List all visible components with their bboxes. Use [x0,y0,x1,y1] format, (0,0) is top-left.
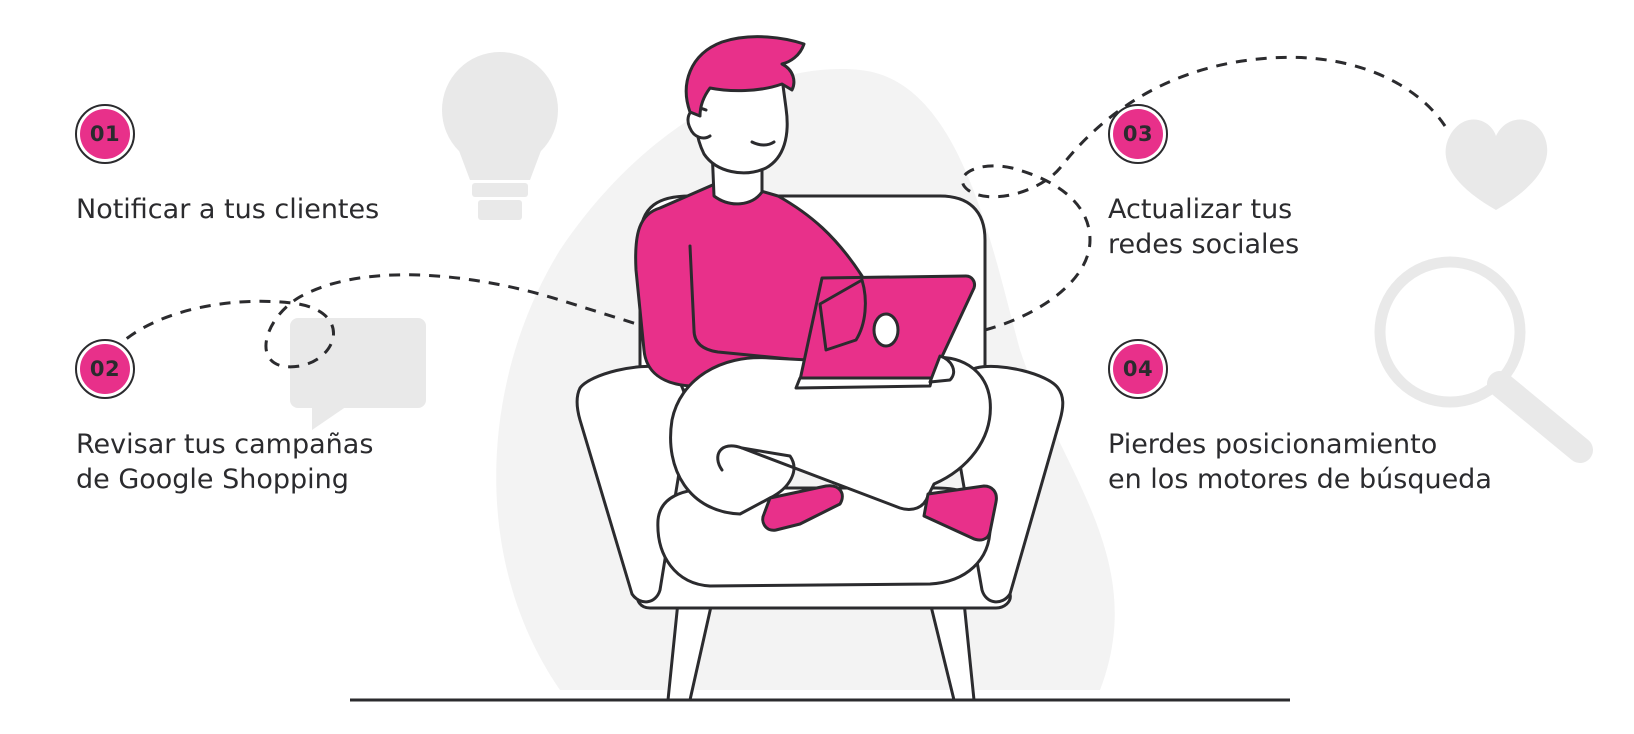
step-number: 01 [80,109,130,159]
hair [684,35,806,118]
step-badge: 04 [1108,339,1168,399]
step-label-line: en los motores de búsqueda [1108,464,1492,495]
step-number: 04 [1113,344,1163,394]
dashed-path-left [110,273,641,369]
step-badge: 02 [75,339,135,399]
step-label: Revisar tus campañas de Google Shopping [76,427,373,497]
step-label-line: Notificar a tus clientes [76,194,380,225]
head [694,76,789,175]
step-label-line: de Google Shopping [76,464,349,495]
step-number: 03 [1113,109,1163,159]
step-04: 04 Pierdes posicionamiento en los motore… [1108,339,1492,497]
legs [669,355,992,516]
heart-icon [1445,119,1548,210]
step-01: 01 Notificar a tus clientes [75,104,379,227]
left-shoe [761,484,844,532]
step-02: 02 Revisar tus campañas de Google Shoppi… [75,339,373,497]
right-shoe [922,484,998,542]
step-03: 03 Actualizar tus redes sociales [1108,104,1299,262]
step-badge: 03 [1108,104,1168,164]
speech-bubble-icon [290,318,426,430]
magnifier-icon [1374,256,1593,463]
step-number: 02 [80,344,130,394]
step-badge: 01 [75,104,135,164]
step-label: Notificar a tus clientes [76,192,379,227]
step-label: Actualizar tus redes sociales [1108,192,1299,262]
laptop-logo [872,312,900,348]
step-label-line: Pierdes posicionamiento [1108,429,1438,460]
step-label-line: Revisar tus campañas [76,429,374,460]
step-label-line: Actualizar tus [1108,194,1293,225]
lightbulb-icon [442,52,558,220]
step-label: Pierdes posicionamiento en los motores d… [1108,427,1492,497]
step-label-line: redes sociales [1108,229,1300,260]
dashed-path-right [960,55,1447,332]
character [634,35,998,542]
